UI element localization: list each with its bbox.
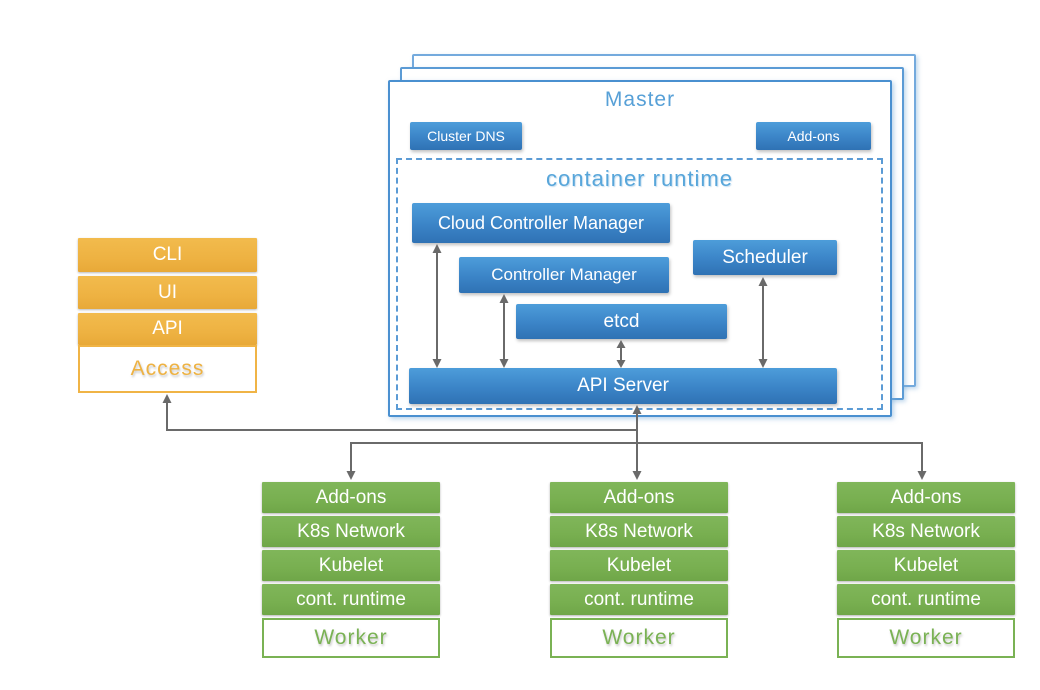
worker-layer: cont. runtime — [262, 584, 440, 615]
worker-layer: cont. runtime — [550, 584, 728, 615]
worker-base: Worker — [837, 618, 1015, 658]
worker-node-1: Add-ons K8s Network Kubelet cont. runtim… — [262, 482, 440, 658]
master-title: Master — [604, 88, 676, 111]
worker-layer: K8s Network — [837, 516, 1015, 547]
worker-base: Worker — [550, 618, 728, 658]
cloud-controller-manager-box: Cloud Controller Manager — [412, 203, 670, 243]
scheduler-box: Scheduler — [693, 240, 837, 275]
worker-layer: Add-ons — [550, 482, 728, 513]
access-stack: CLI UI API Access — [78, 238, 257, 393]
access-layer-api: API — [78, 313, 257, 345]
api-server-box: API Server — [409, 368, 837, 404]
addons-box: Add-ons — [756, 122, 871, 150]
access-base: Access — [78, 345, 257, 393]
worker-layer: Kubelet — [837, 550, 1015, 581]
cluster-dns-box: Cluster DNS — [410, 122, 522, 150]
worker-node-2: Add-ons K8s Network Kubelet cont. runtim… — [550, 482, 728, 658]
controller-manager-box: Controller Manager — [459, 257, 669, 293]
worker-layer: K8s Network — [262, 516, 440, 547]
worker-layer: K8s Network — [550, 516, 728, 547]
access-layer-cli: CLI — [78, 238, 257, 272]
etcd-box: etcd — [516, 304, 727, 339]
worker-layer: Add-ons — [262, 482, 440, 513]
worker-layer: Kubelet — [262, 550, 440, 581]
worker-layer: Kubelet — [550, 550, 728, 581]
container-runtime-title: container runtime — [546, 166, 733, 191]
worker-layer: Add-ons — [837, 482, 1015, 513]
access-layer-ui: UI — [78, 276, 257, 309]
worker-node-3: Add-ons K8s Network Kubelet cont. runtim… — [837, 482, 1015, 658]
worker-layer: cont. runtime — [837, 584, 1015, 615]
worker-base: Worker — [262, 618, 440, 658]
